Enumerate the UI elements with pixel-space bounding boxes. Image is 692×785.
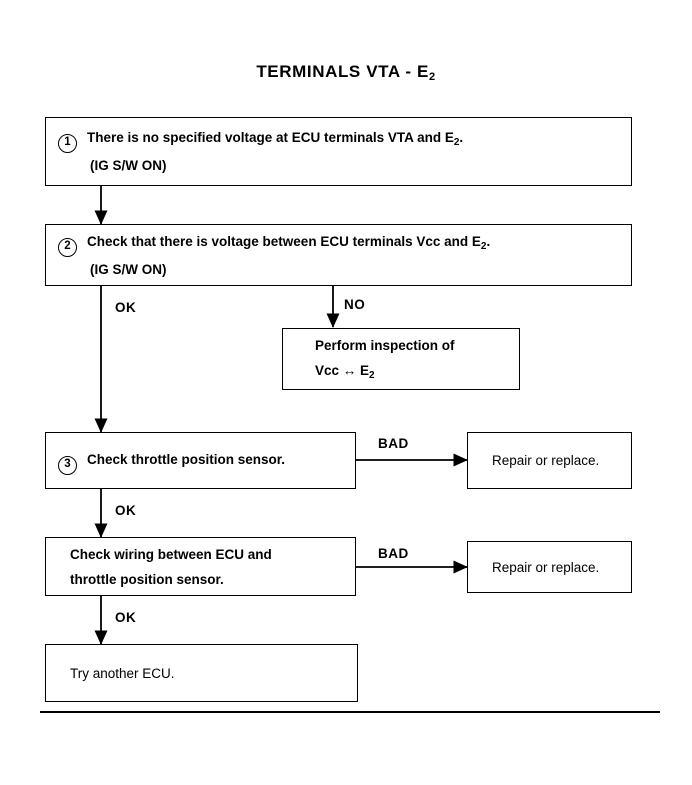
bottom-rule: [40, 711, 660, 713]
repair1-line1: Repair or replace.: [492, 453, 600, 468]
page-title: TERMINALS VTA - E2: [0, 62, 692, 83]
edge-label-bad-step3: BAD: [378, 436, 409, 451]
node-step5[interactable]: Try another ECU.: [45, 644, 358, 702]
step1-line1: 1 There is no specified voltage at ECU te…: [46, 125, 631, 153]
bidirectional-arrow-icon: ↔: [342, 363, 357, 378]
step2-line2: (IG S/W ON): [90, 261, 167, 277]
page-title-text: TERMINALS VTA - E: [256, 62, 429, 81]
node-step3[interactable]: 3 Check throttle position sensor.: [45, 432, 356, 489]
edge-label-ok-step4: OK: [115, 610, 137, 625]
inspection-line1: Perform inspection of: [315, 338, 455, 353]
step1-line1-period: .: [459, 130, 464, 145]
node-repair-replace-1[interactable]: Repair or replace.: [467, 432, 632, 489]
edge-label-ok-step3: OK: [115, 503, 137, 518]
step3-line1-text: Check throttle position sensor.: [87, 451, 286, 467]
step3-number-badge: 3: [58, 455, 77, 475]
step2-line1-subscript: 2: [480, 240, 487, 252]
edge-label-bad-step4: BAD: [378, 546, 409, 561]
edge-label-no-step2: NO: [344, 297, 366, 312]
repair2-line1: Repair or replace.: [492, 559, 600, 575]
step1-line1-subscript: 2: [453, 137, 460, 148]
step4-line2: throttle position sensor.: [70, 571, 224, 587]
node-step1[interactable]: 1 There is no specified voltage at ECU te…: [45, 117, 632, 186]
inspection-line2-subscript: 2: [369, 370, 375, 381]
inspection-line2-e: E: [356, 363, 370, 378]
step5-line1: Try another ECU.: [70, 665, 175, 681]
inspection-line2: Vcc ↔ E2: [283, 358, 519, 385]
step2-number-badge: 2: [58, 237, 77, 257]
step2-line1-text: Check that there is voltage between ECU …: [87, 233, 481, 249]
inspection-line2-vcc: Vcc: [315, 363, 343, 378]
step1-line2: (IG S/W ON): [90, 158, 167, 173]
step4-line1: Check wiring between ECU and: [70, 546, 272, 562]
node-inspection[interactable]: Perform inspection of Vcc ↔ E2: [282, 328, 520, 390]
step2-line1-period: .: [486, 233, 491, 249]
step1-line1-text: There is no specified voltage at ECU ter…: [87, 130, 454, 145]
node-repair-replace-2[interactable]: Repair or replace.: [467, 541, 632, 593]
step3-line1: 3 Check throttle position sensor.: [46, 447, 355, 475]
edge-label-ok-step2: OK: [115, 300, 137, 315]
node-step4[interactable]: Check wiring between ECU and throttle po…: [45, 537, 356, 596]
page-title-subscript: 2: [428, 71, 436, 83]
step1-number-badge: 1: [58, 134, 77, 153]
